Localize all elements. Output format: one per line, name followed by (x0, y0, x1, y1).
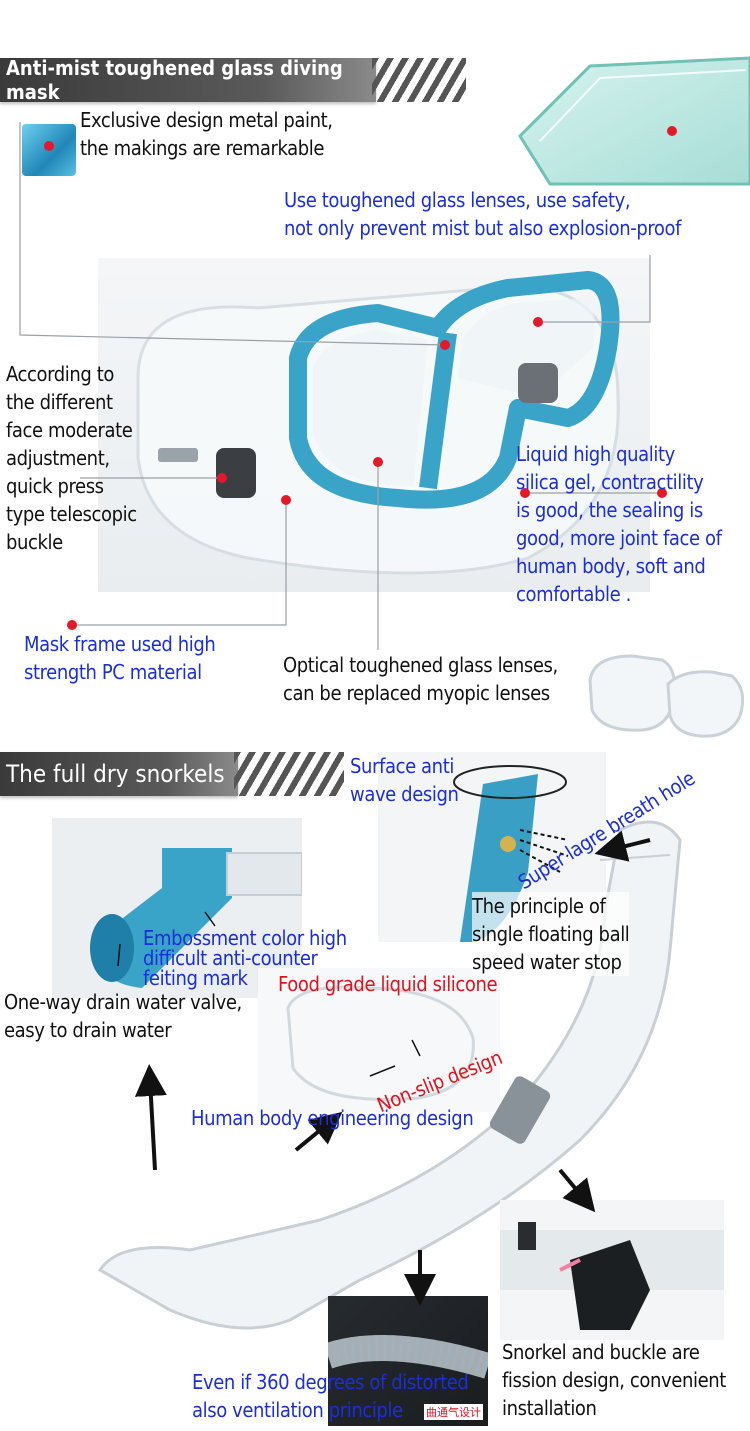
header-stripes (234, 752, 344, 796)
callout-silica-gel: Liquid high quality silica gel, contract… (516, 442, 722, 606)
callout-adjustment: According to the different face moderate… (6, 362, 137, 554)
lens-insert-image (588, 654, 745, 738)
section2-arrows (117, 829, 651, 1306)
callout-metal-paint: Exclusive design metal paint, the making… (80, 108, 333, 160)
buckle-illustration (500, 1222, 724, 1330)
mask-illustration (136, 271, 620, 575)
section1-header: Anti-mist toughened glass diving mask (0, 56, 376, 104)
callout-optical-lens: Optical toughened glass lenses, can be r… (283, 653, 558, 705)
marker-dot (667, 126, 677, 136)
section1-leader-lines (19, 122, 662, 650)
callout-food-grade: Food grade liquid silicone (278, 972, 498, 996)
marker-dot (657, 488, 667, 498)
marker-dot (44, 141, 54, 151)
marker-dot (373, 457, 383, 467)
callout-embossment: Embossment color high difficult anti-cou… (143, 926, 347, 990)
section1-title: Anti-mist toughened glass diving mask (6, 56, 343, 104)
valve-illustration (90, 848, 302, 988)
marker-dot (217, 473, 227, 483)
glass-sample-image (518, 56, 750, 186)
marker-dot (67, 620, 77, 630)
callout-engineering: Human body engineering design (191, 1106, 474, 1130)
chinese-stamp: 曲通气设计 (424, 1404, 483, 1420)
silicone-illustration (286, 985, 475, 1101)
callout-floating-ball: The principle of single floating ball sp… (472, 892, 630, 976)
header-stripes (372, 58, 466, 102)
callout-drain-valve: One-way drain water valve, easy to drain… (4, 990, 242, 1042)
section2-header: The full dry snorkels (0, 752, 238, 796)
marker-dot (520, 488, 530, 498)
snorkel-tube-illustration (97, 820, 682, 1330)
callout-surface-anti-wave: Surface anti wave design (350, 754, 459, 806)
callout-pc-frame: Mask frame used high strength PC materia… (24, 632, 216, 684)
callout-toughened-glass: Use toughened glass lenses, use safety, … (284, 188, 682, 240)
marker-dot (533, 317, 543, 327)
marker-dot (440, 340, 450, 350)
silicone-photo (258, 968, 500, 1112)
section2-title: The full dry snorkels (6, 760, 225, 788)
callout-snorkel-buckle: Snorkel and buckle are fission design, c… (502, 1340, 726, 1420)
callout-ventilation: Even if 360 degrees of distorted also ve… (192, 1370, 469, 1422)
hose-illustration (328, 1335, 488, 1379)
marker-dot (281, 495, 291, 505)
